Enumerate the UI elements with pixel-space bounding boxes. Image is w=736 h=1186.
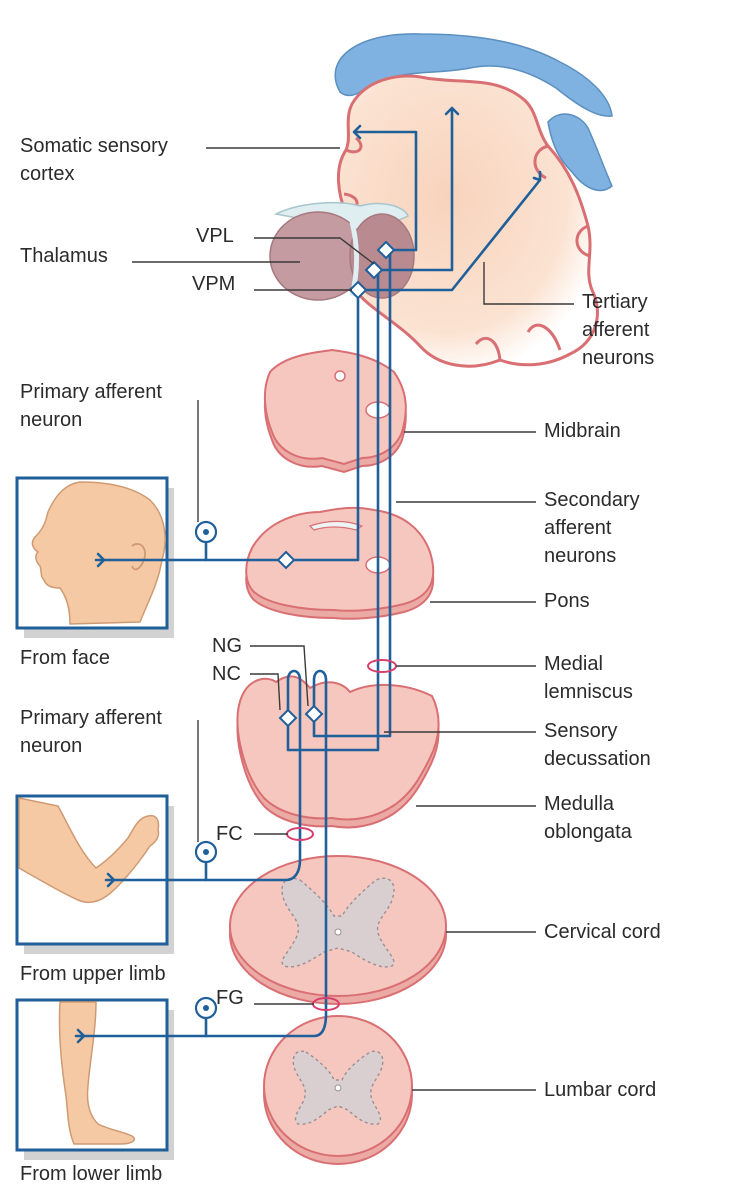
- label-decussation-1: Sensory: [544, 720, 617, 742]
- vpl-lower-cortex-ending: [444, 106, 460, 116]
- label-medulla-1: Medulla: [544, 793, 615, 815]
- leg-foot-icon: [58, 1001, 136, 1145]
- synapse-nc: [278, 708, 298, 728]
- vpl-upper-cortex-ending: [352, 124, 362, 140]
- medial-lemniscus-ring: [367, 659, 397, 673]
- label-from-lower-limb: From lower limb: [20, 1163, 162, 1185]
- label-pons: Pons: [544, 590, 590, 612]
- synapse-ng: [304, 704, 324, 724]
- label-fc: FC: [216, 823, 243, 845]
- ng-secondary-decussating: [312, 250, 392, 738]
- pons-section: [245, 506, 435, 620]
- label-secondary-2: afferent: [544, 517, 612, 539]
- label-tertiary-2: afferent: [582, 319, 650, 341]
- leader-vpl: [254, 237, 375, 265]
- label-cortex-1: Somatic sensory: [20, 135, 168, 157]
- midbrain-section: [264, 348, 407, 474]
- label-tertiary-3: neurons: [582, 347, 654, 369]
- cervical-grey-matter: [281, 877, 395, 968]
- homunculus-icon: [334, 33, 613, 192]
- label-vpl: VPL: [196, 225, 234, 247]
- label-primary-2b: neuron: [20, 735, 82, 757]
- label-nc: NC: [212, 663, 241, 685]
- thalamus: [269, 202, 415, 301]
- ganglion-upper: [194, 840, 218, 864]
- cerebral-aqueduct: [334, 370, 346, 382]
- label-medial-2: lemniscus: [544, 681, 633, 703]
- lumbar-central-canal: [334, 1084, 342, 1092]
- label-secondary-1: Secondary: [544, 489, 640, 511]
- synapse-vpm: [348, 280, 368, 300]
- synapse-vpl-1: [364, 260, 384, 280]
- label-secondary-3: neurons: [544, 545, 616, 567]
- label-cervical: Cervical cord: [544, 921, 661, 943]
- face-primary-ending: [96, 552, 106, 568]
- fourth-ventricle: [308, 520, 364, 531]
- cervical-cord-section: [229, 855, 447, 1005]
- vpm-cortex-ending: [532, 170, 542, 182]
- label-medulla-2: oblongata: [544, 821, 633, 843]
- nc-secondary-decussating: [286, 402, 380, 752]
- cervical-drg-nucleus: [203, 849, 209, 855]
- label-medial-1: Medial: [544, 653, 603, 675]
- text-labels: Somatic sensory cortex VPL Thalamus VPM …: [20, 135, 661, 1185]
- vpl-tertiary-lower: [372, 108, 454, 272]
- lumbar-cord-section: [263, 1015, 413, 1165]
- synapse-vpl-2: [376, 240, 396, 260]
- trigeminal-ganglion-nucleus: [203, 529, 209, 535]
- leader-nc: [250, 673, 281, 711]
- label-ng: NG: [212, 635, 242, 657]
- label-cortex-2: cortex: [20, 163, 74, 185]
- cervical-central-canal: [334, 928, 342, 936]
- face-secondary-afferent: [288, 288, 360, 562]
- cortex-sulcus-5: [526, 323, 562, 351]
- leader-ng: [250, 645, 309, 707]
- upper-limb-box: [15, 794, 174, 954]
- cortex-sulcus-3: [533, 144, 549, 180]
- leader-tertiary: [483, 262, 574, 305]
- label-lumbar: Lumbar cord: [544, 1079, 656, 1101]
- cortex-sulcus-4: [575, 224, 591, 258]
- label-primary-1a: Primary afferent: [20, 381, 162, 403]
- leader-lines: [132, 147, 574, 1091]
- label-vpm: VPM: [192, 273, 235, 295]
- label-thalamus: Thalamus: [20, 245, 108, 267]
- ganglion-lower: [194, 996, 218, 1020]
- cortex-sulcus-1: [345, 136, 363, 154]
- label-tertiary-1: Tertiary: [582, 291, 648, 313]
- lower-limb-pathway: [74, 124, 418, 1044]
- upper-limb-pathway: [104, 106, 460, 888]
- label-primary-2a: Primary afferent: [20, 707, 162, 729]
- label-midbrain: Midbrain: [544, 420, 621, 442]
- ganglion-face: [194, 520, 218, 544]
- label-from-face: From face: [20, 647, 110, 669]
- label-from-upper-limb: From upper limb: [20, 963, 166, 985]
- vpl-tertiary-upper: [354, 130, 418, 252]
- lower-limb-ending: [76, 1028, 86, 1044]
- medulla-section: [236, 675, 440, 829]
- upper-limb-primary-afferent: [104, 669, 302, 882]
- lower-limb-box: [15, 998, 174, 1160]
- thalamus-right-lobe: [349, 213, 415, 299]
- cortex-sulcus-6: [474, 337, 502, 361]
- lower-limb-primary-afferent: [74, 669, 328, 1038]
- arm-hand-icon: [18, 797, 160, 904]
- label-primary-1b: neuron: [20, 409, 82, 431]
- label-decussation-2: decussation: [544, 748, 651, 770]
- midbrain-face: [264, 348, 407, 466]
- synapses: [276, 240, 396, 728]
- label-fg: FG: [216, 987, 244, 1009]
- upper-limb-ending: [106, 872, 116, 888]
- synapse-pons: [276, 550, 296, 570]
- lumbar-drg-nucleus: [203, 1005, 209, 1011]
- face-box: [15, 476, 174, 638]
